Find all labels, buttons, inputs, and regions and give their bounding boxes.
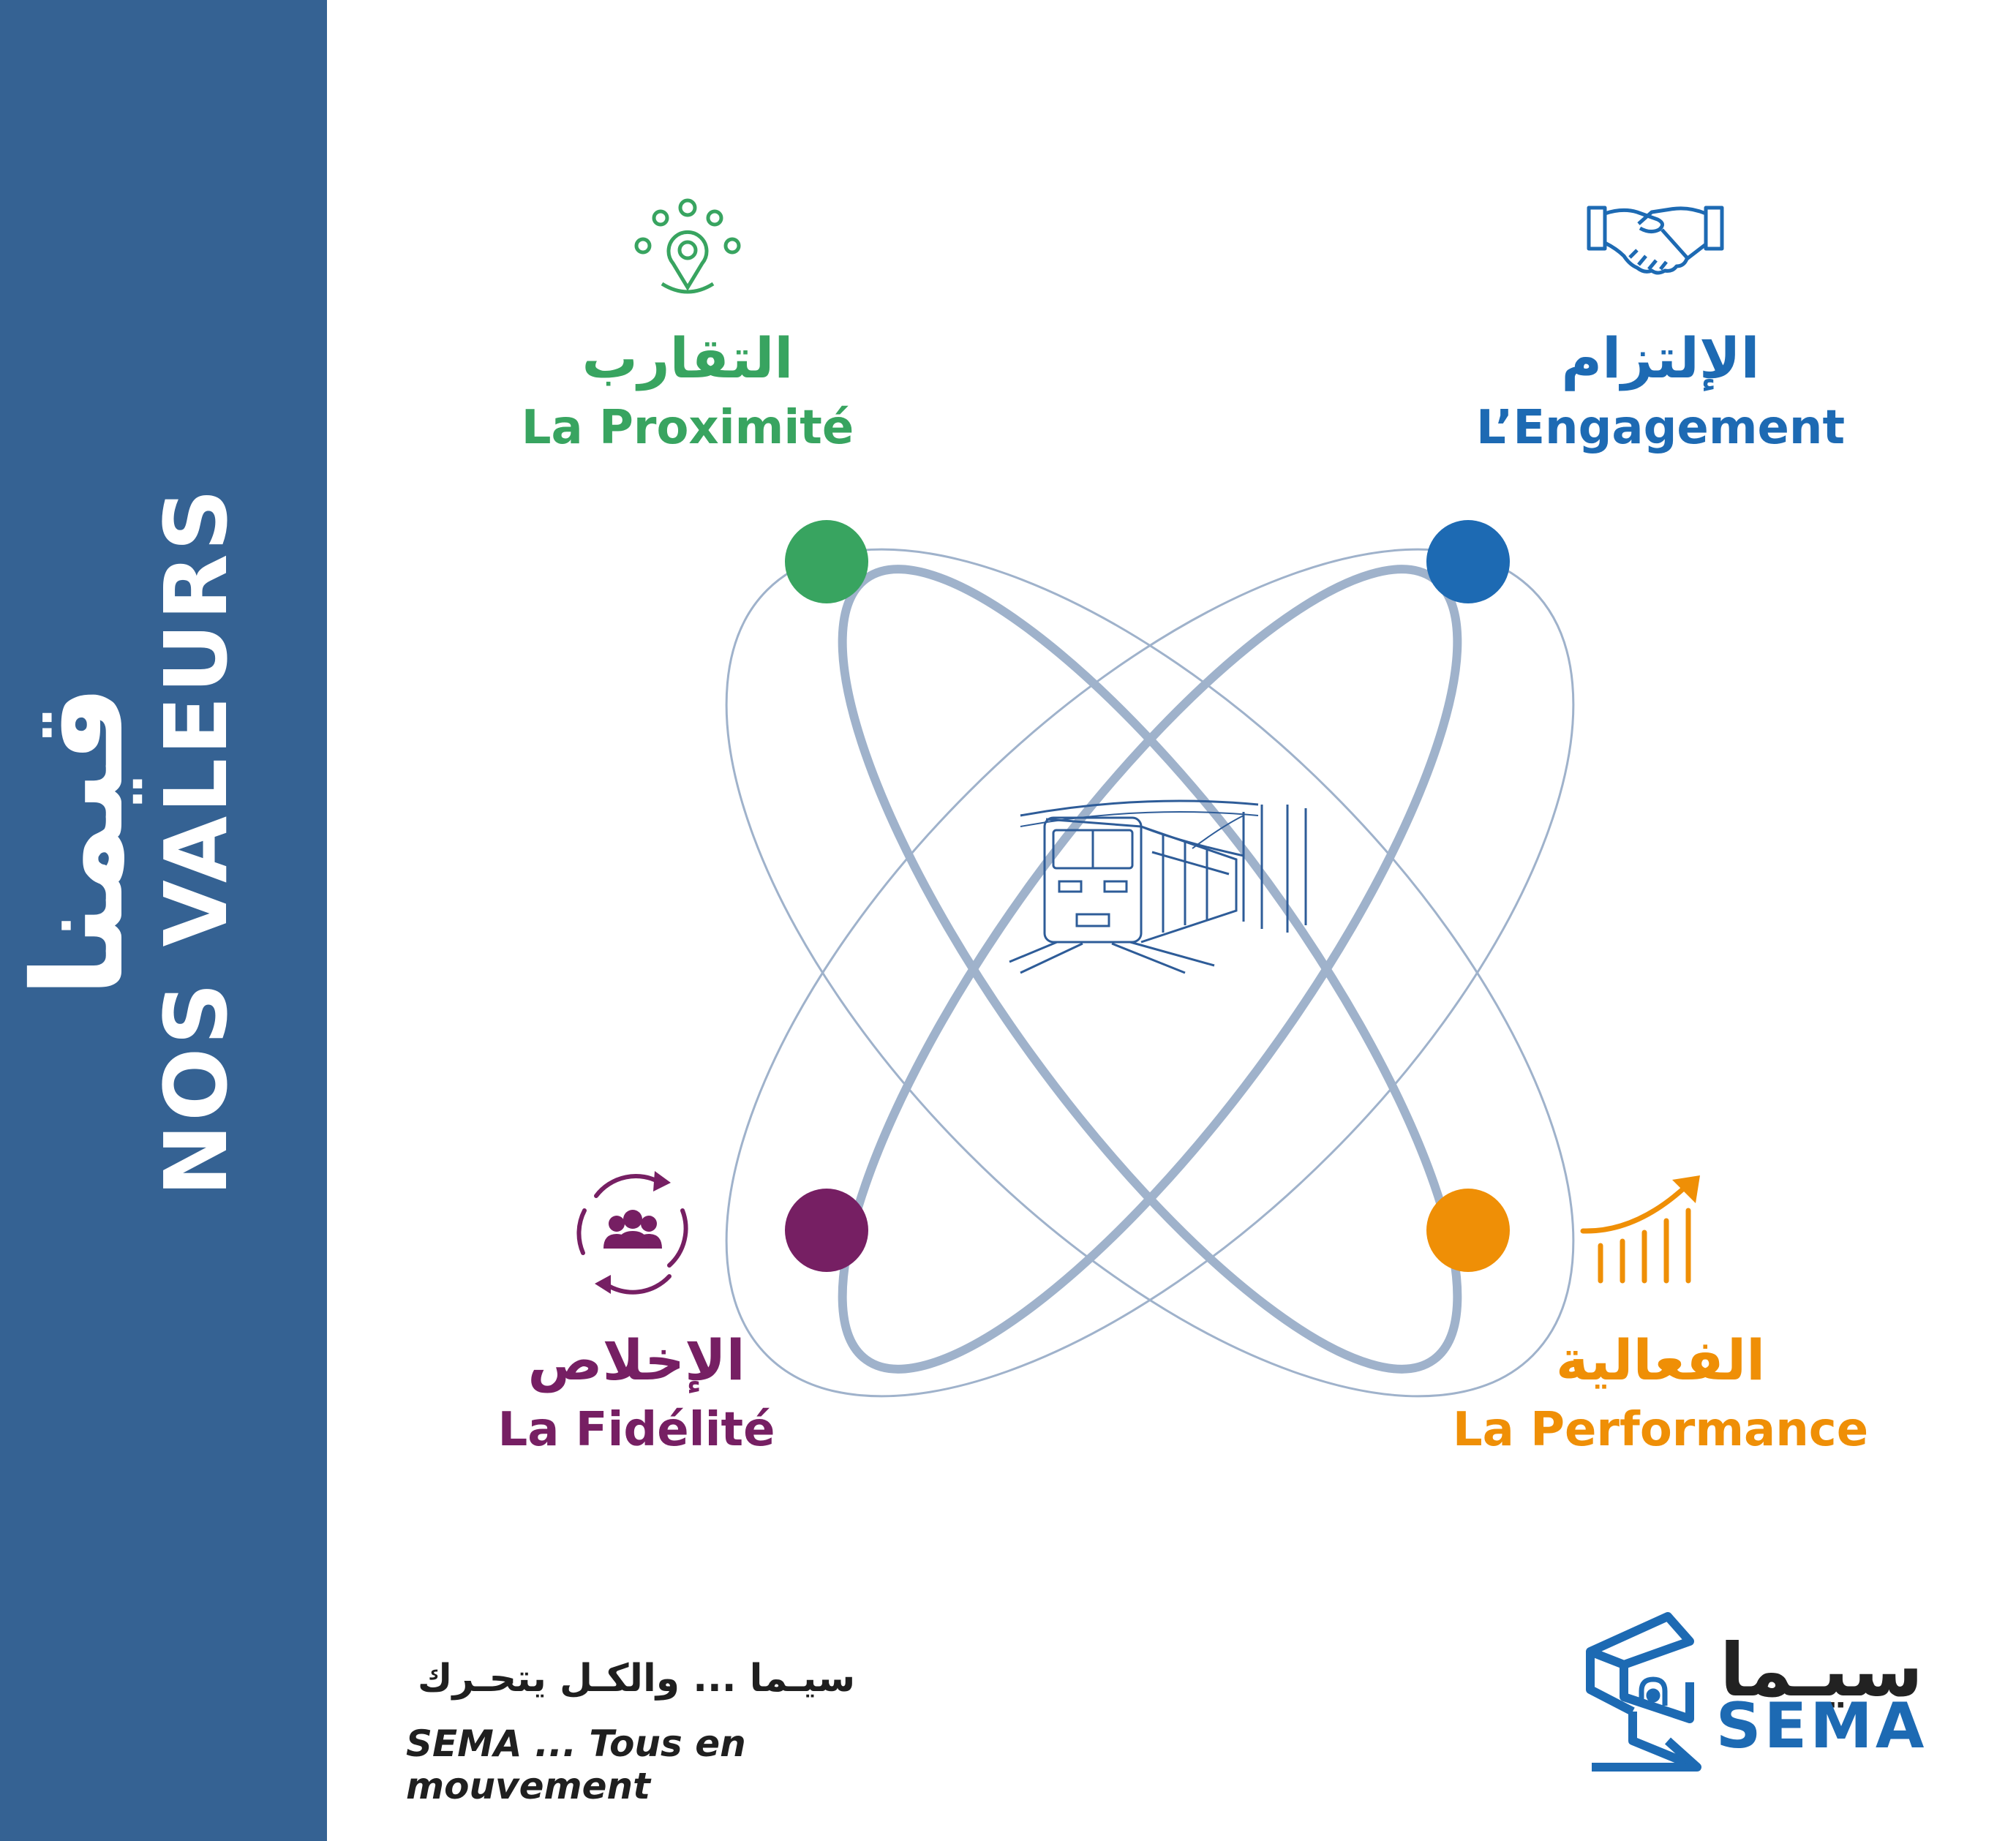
value-performance-fr: La Performance (1452, 1403, 1869, 1457)
dot-proximite (785, 520, 868, 603)
orbit-ellipse-4 (725, 548, 1575, 1398)
value-fidelite-ar: الإخلاص (527, 1328, 745, 1393)
value-proximite-fr: La Proximité (521, 401, 854, 455)
orbit-ellipse-2 (838, 565, 1462, 1374)
value-performance: الفعالية La Performance (1390, 1324, 1931, 1463)
value-proximite: التقارب La Proximité (454, 322, 922, 461)
value-performance-ar: الفعالية (1555, 1328, 1766, 1393)
value-fidelite-fr: La Fidélité (497, 1403, 775, 1457)
dot-performance (1426, 1189, 1510, 1272)
sema-logo-icon (1586, 1612, 1701, 1772)
growth-chart-icon (1580, 1175, 1700, 1284)
sidebar-band (0, 0, 327, 1841)
dot-engagement (1426, 520, 1510, 603)
orbit-ellipse-1 (838, 565, 1462, 1374)
cycle-people-icon (576, 1171, 688, 1295)
tagline-french: SEMA ... Tous en mouvement (406, 1723, 746, 1807)
metro-train-icon (1009, 799, 1307, 974)
logo-name-arabic: سيـما (1720, 1627, 1923, 1713)
value-engagement-fr: L’Engagement (1475, 401, 1846, 455)
value-engagement-ar: الإلتزام (1561, 325, 1760, 391)
handshake-icon (1587, 206, 1724, 275)
location-people-icon (634, 198, 741, 294)
logo-name-french: SEMA (1715, 1690, 1927, 1763)
value-engagement: الإلتزام L’Engagement (1390, 322, 1931, 461)
value-fidelite: الإخلاص La Fidélité (410, 1324, 863, 1463)
dot-fidelite (785, 1189, 868, 1272)
orbit-ellipse-3 (725, 548, 1575, 1398)
tagline-arabic: سيـما ... والكـل يتحـرك (417, 1657, 856, 1701)
value-proximite-ar: التقارب (582, 325, 794, 391)
